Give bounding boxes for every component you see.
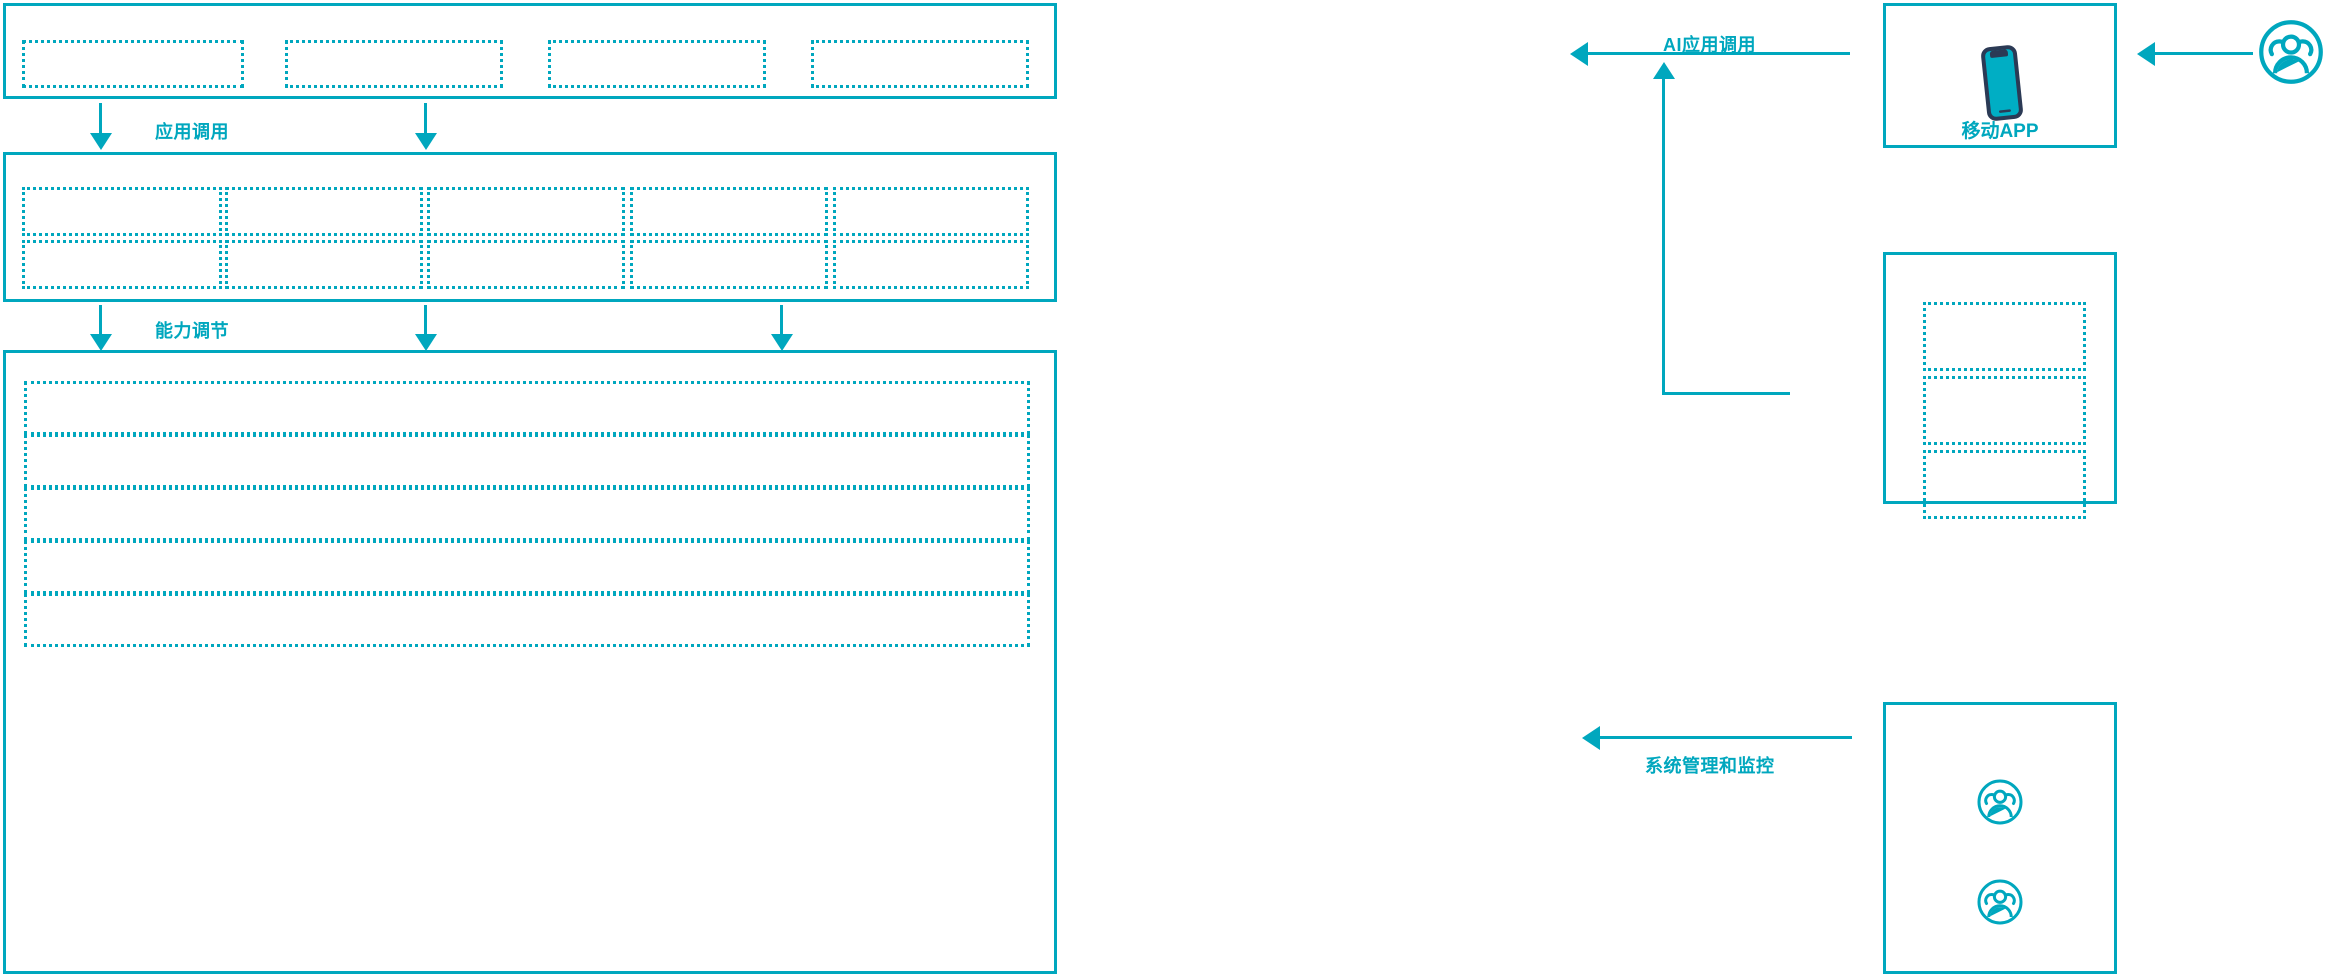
app-call-connector-left (99, 103, 102, 135)
app-call-arrow-right (415, 133, 437, 150)
platform-row-4[interactable] (24, 540, 1030, 594)
platform-row-5[interactable] (24, 593, 1030, 647)
capability-adjust-connector-2 (424, 305, 427, 336)
app-call-label: 应用调用 (155, 122, 229, 142)
system-admin-monitor-line (1600, 736, 1852, 739)
platform-row-1[interactable] (24, 381, 1030, 435)
ai-app-call-label: AI应用调用 (1663, 35, 1756, 55)
app-box-1[interactable] (22, 40, 244, 88)
app-box-3[interactable] (548, 40, 766, 88)
system-admin-monitor-label: 系统管理和监控 (1645, 756, 1775, 776)
service-to-ai-riser (1662, 78, 1665, 395)
users-group-icon (1977, 779, 2023, 825)
capability-adjust-connector-1 (99, 305, 102, 336)
capability-adjust-connector-3 (780, 305, 783, 336)
capability-layer-panel (3, 152, 1057, 302)
app-call-connector-right (424, 103, 427, 135)
platform-row-2[interactable] (24, 434, 1030, 488)
users-group-icon (1977, 879, 2023, 925)
users-group-icon (2259, 20, 2323, 84)
service-to-ai-stub (1662, 392, 1790, 395)
service-box-1[interactable] (1923, 302, 2086, 371)
application-layer-panel (3, 3, 1057, 99)
external-user-to-mobile-arrowhead (2137, 42, 2155, 66)
app-box-2[interactable] (285, 40, 503, 88)
service-to-ai-arrowhead (1653, 62, 1675, 79)
cap-col-1-top[interactable] (22, 187, 222, 236)
mobile-app-label: 移动APP (1961, 121, 2039, 142)
cap-col-4-bottom[interactable] (630, 240, 828, 289)
app-call-arrow-left (90, 133, 112, 150)
mobile-phone-icon (1981, 45, 2023, 121)
cap-col-5-bottom[interactable] (833, 240, 1029, 289)
service-box-2[interactable] (1923, 376, 2086, 445)
capability-adjust-label: 能力调节 (155, 321, 229, 341)
service-box-3[interactable] (1923, 450, 2086, 519)
app-box-4[interactable] (811, 40, 1029, 88)
system-admin-monitor-arrowhead (1582, 726, 1600, 750)
cap-col-2-bottom[interactable] (225, 240, 423, 289)
capability-adjust-arrow-1 (90, 334, 112, 351)
external-user-to-mobile-line (2155, 52, 2253, 55)
platform-layer-panel (3, 350, 1057, 974)
admin-panel (1883, 702, 2117, 974)
platform-row-3[interactable] (24, 487, 1030, 541)
cap-col-1-bottom[interactable] (22, 240, 222, 289)
capability-adjust-arrow-3 (771, 334, 793, 351)
capability-adjust-arrow-2 (415, 334, 437, 351)
cap-col-3-top[interactable] (427, 187, 625, 236)
cap-col-5-top[interactable] (833, 187, 1029, 236)
cap-col-4-top[interactable] (630, 187, 828, 236)
ai-app-call-arrowhead (1570, 42, 1588, 66)
cap-col-3-bottom[interactable] (427, 240, 625, 289)
cap-col-2-top[interactable] (225, 187, 423, 236)
ai-app-call-line (1588, 52, 1850, 55)
